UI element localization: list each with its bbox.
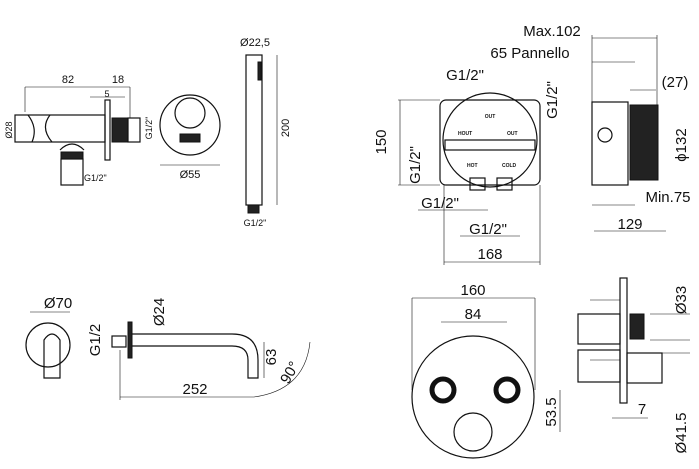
- dim-84: 84: [465, 306, 482, 323]
- dim-thread: G1/2: [87, 324, 104, 357]
- dim-g-bottom1: G1/2": [421, 195, 459, 212]
- port-hot: HOT: [467, 163, 478, 169]
- dim-168: 168: [477, 246, 502, 263]
- dim-53-5: 53.5: [543, 397, 560, 426]
- dim-g-top: G1/2": [446, 67, 484, 84]
- mixer-box-side: Max.102 65 Pannello (27) ϕ132 Min.75 129: [490, 23, 690, 233]
- dim-dia132: ϕ132: [673, 128, 690, 161]
- dim-63: 63: [263, 349, 280, 366]
- dim-82: 82: [62, 74, 74, 86]
- dim-18: 18: [112, 74, 124, 86]
- dim-65-pannello: 65 Pannello: [490, 45, 569, 62]
- dim-min75: Min.75: [645, 189, 690, 206]
- dim-max102: Max.102: [523, 23, 581, 40]
- dim-dia41-5: Ø41.5: [673, 413, 690, 454]
- dim-dia28: Ø28: [4, 121, 14, 138]
- thread-label: G1/2": [244, 218, 267, 228]
- dim-252: 252: [182, 381, 207, 398]
- dim-200: 200: [280, 119, 292, 137]
- dim-5: 5: [104, 89, 109, 99]
- thread-bottom: G1/2": [84, 173, 107, 183]
- ring-drawing: Ø55: [159, 94, 221, 181]
- wall-outlet-drawing: 82 18 5 Ø28 G1/2" G1/2": [4, 74, 154, 186]
- mixer-box-front: OUT HOUT OUT HOT COLD G1/2" G1/2" 150 G1…: [373, 67, 561, 265]
- dim-90deg: 90°: [277, 359, 303, 387]
- dim-dia70: Ø70: [44, 295, 72, 312]
- dim-dia24: Ø24: [151, 298, 168, 326]
- dim-27: (27): [662, 74, 689, 91]
- port-right: OUT: [507, 131, 518, 137]
- port-left: HOUT: [458, 131, 472, 137]
- dim-dia55: Ø55: [180, 169, 201, 181]
- dim-g-left: G1/2": [407, 146, 424, 184]
- dim-160: 160: [460, 282, 485, 299]
- dim-g-bottom2: G1/2": [469, 221, 507, 238]
- dim-dia33: Ø33: [673, 286, 690, 314]
- dim-7: 7: [638, 401, 646, 418]
- dim-150: 150: [373, 129, 390, 154]
- thread-side: G1/2": [144, 117, 154, 140]
- port-cold: COLD: [502, 163, 517, 169]
- hand-shower-drawing: Ø22,5 200 G1/2": [240, 37, 292, 228]
- dim-dia22-5: Ø22,5: [240, 37, 270, 49]
- dim-g-right: G1/2": [544, 81, 561, 119]
- trim-plate-drawing: 160 84 53.5: [411, 282, 561, 459]
- spout-drawing: Ø70 G1/2 Ø24 63 90° 252: [25, 295, 311, 400]
- port-out-top: OUT: [485, 114, 496, 120]
- trim-side-drawing: Ø33 Ø41.5 7: [577, 277, 690, 454]
- dim-129: 129: [617, 216, 642, 233]
